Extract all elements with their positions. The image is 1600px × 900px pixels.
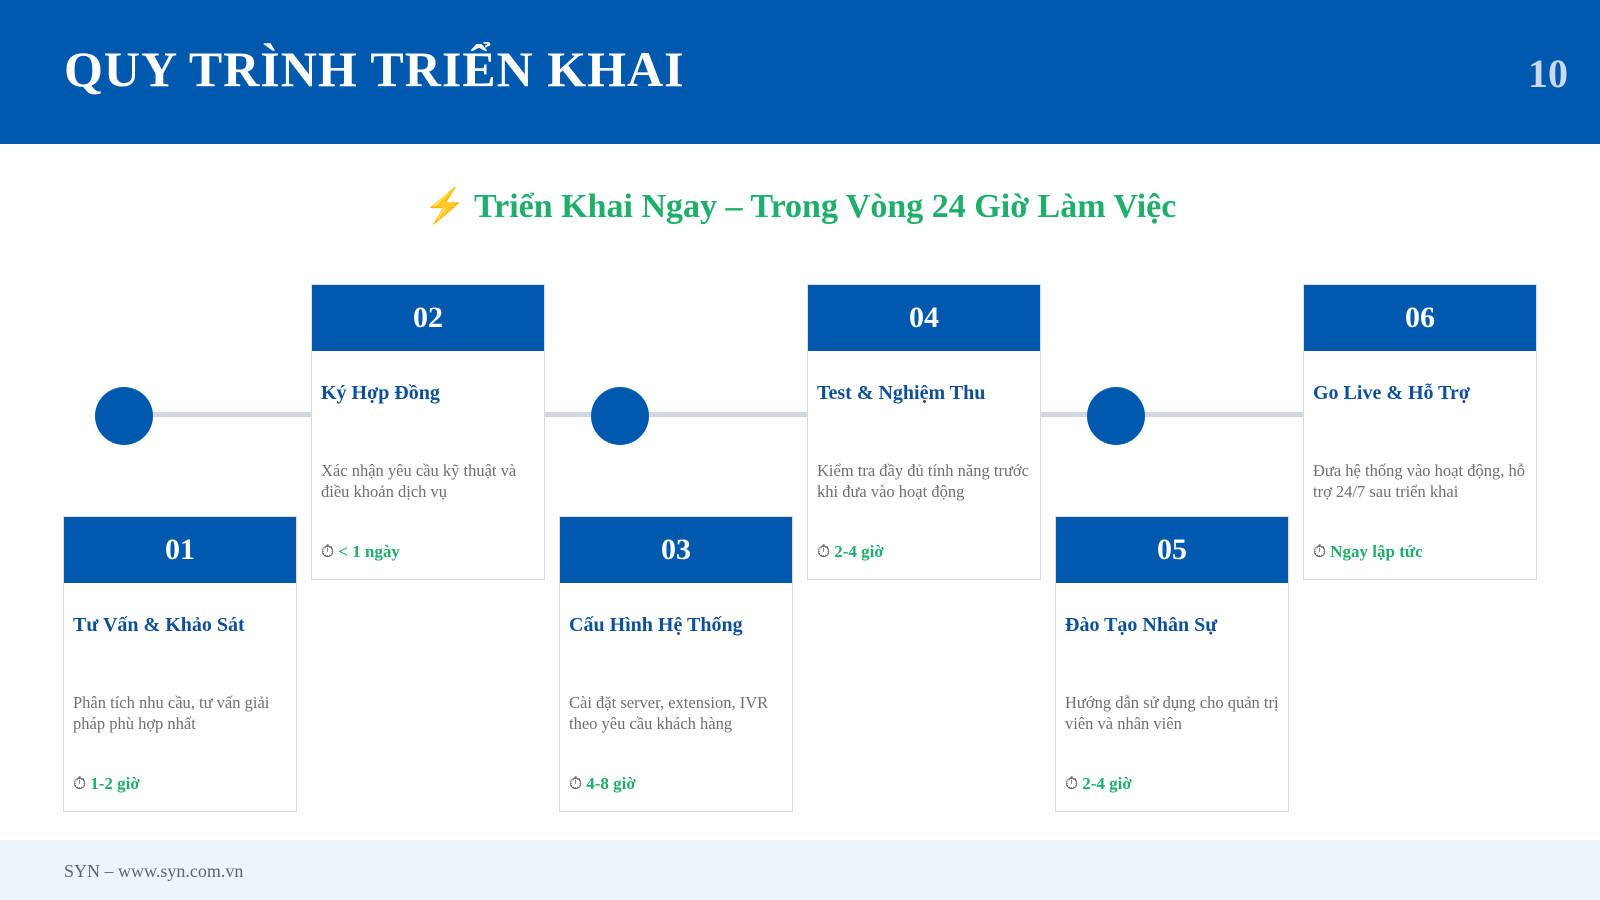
step-number: 04 xyxy=(808,285,1040,351)
step-card-06: 06 Go Live & Hỗ Trợ Đưa hệ thống vào hoạ… xyxy=(1303,284,1537,580)
stopwatch-icon: ⏱ xyxy=(1313,542,1327,561)
timeline-connector xyxy=(646,412,808,417)
footer-text: SYN – www.syn.com.vn xyxy=(64,861,244,881)
timeline-connector xyxy=(544,412,624,417)
step-duration-text: 1-2 giờ xyxy=(90,774,140,793)
step-description: Hướng dẫn sử dụng cho quản trị viên và n… xyxy=(1065,693,1279,733)
step-duration: ⏱4-8 giờ xyxy=(569,774,636,794)
step-description: Cài đặt server, extension, IVR theo yêu … xyxy=(569,693,769,733)
step-duration: ⏱Ngay lập tức xyxy=(1313,542,1423,562)
step-number: 03 xyxy=(560,517,792,583)
step-duration-text: 4-8 giờ xyxy=(586,774,636,793)
step-title: Test & Nghiệm Thu xyxy=(817,382,986,404)
header-bar: QUY TRÌNH TRIỂN KHAI 10 xyxy=(0,0,1600,144)
timeline-connector xyxy=(1142,412,1304,417)
step-number: 06 xyxy=(1304,285,1536,351)
step-duration: ⏱1-2 giờ xyxy=(73,774,140,794)
step-duration-text: < 1 ngày xyxy=(338,542,400,561)
page-number: 10 xyxy=(1528,51,1568,96)
step-number: 01 xyxy=(64,517,296,583)
timeline-connector xyxy=(1040,412,1120,417)
step-description: Phân tích nhu cầu, tư vấn giải pháp phù … xyxy=(73,693,270,733)
footer-bar: SYN – www.syn.com.vn xyxy=(0,840,1600,900)
timeline-dot xyxy=(95,387,153,445)
step-card-03: 03 Cấu Hình Hệ Thống Cài đặt server, ext… xyxy=(559,516,793,812)
subtitle-text: Triển Khai Ngay – Trong Vòng 24 Giờ Làm … xyxy=(473,188,1177,225)
step-title: Go Live & Hỗ Trợ xyxy=(1313,382,1470,404)
step-duration-text: 2-4 giờ xyxy=(1082,774,1132,793)
subtitle: ⚡Triển Khai Ngay – Trong Vòng 24 Giờ Làm… xyxy=(0,186,1600,226)
lightning-bolt-icon: ⚡ xyxy=(423,188,466,225)
timeline-dot xyxy=(1087,387,1145,445)
stopwatch-icon: ⏱ xyxy=(321,542,335,561)
step-description: Kiểm tra đầy đủ tính năng trước khi đưa … xyxy=(817,461,1029,501)
step-card-02: 02 Ký Hợp Đồng Xác nhận yêu cầu kỹ thuật… xyxy=(311,284,545,580)
stopwatch-icon: ⏱ xyxy=(817,542,831,561)
step-duration-text: 2-4 giờ xyxy=(834,542,884,561)
step-number: 05 xyxy=(1056,517,1288,583)
step-title: Cấu Hình Hệ Thống xyxy=(569,614,743,636)
step-title: Đào Tạo Nhân Sự xyxy=(1065,614,1218,636)
step-card-01: 01 Tư Vấn & Khảo Sát Phân tích nhu cầu, … xyxy=(63,516,297,812)
stopwatch-icon: ⏱ xyxy=(569,774,583,793)
stopwatch-icon: ⏱ xyxy=(1065,774,1079,793)
timeline-connector xyxy=(150,412,312,417)
step-card-04: 04 Test & Nghiệm Thu Kiểm tra đầy đủ tín… xyxy=(807,284,1041,580)
step-title: Tư Vấn & Khảo Sát xyxy=(73,614,245,636)
step-duration: ⏱2-4 giờ xyxy=(1065,774,1132,794)
step-description: Đưa hệ thống vào hoạt động, hỗ trợ 24/7 … xyxy=(1313,461,1525,501)
step-card-05: 05 Đào Tạo Nhân Sự Hướng dẫn sử dụng cho… xyxy=(1055,516,1289,812)
step-duration-text: Ngay lập tức xyxy=(1330,542,1423,561)
step-title: Ký Hợp Đồng xyxy=(321,382,440,404)
step-number: 02 xyxy=(312,285,544,351)
step-duration: ⏱< 1 ngày xyxy=(321,542,400,562)
step-description: Xác nhận yêu cầu kỹ thuật và điều khoản … xyxy=(321,461,517,501)
timeline-dot xyxy=(591,387,649,445)
stopwatch-icon: ⏱ xyxy=(73,774,87,793)
step-duration: ⏱2-4 giờ xyxy=(817,542,884,562)
page-title: QUY TRÌNH TRIỂN KHAI xyxy=(64,41,685,97)
